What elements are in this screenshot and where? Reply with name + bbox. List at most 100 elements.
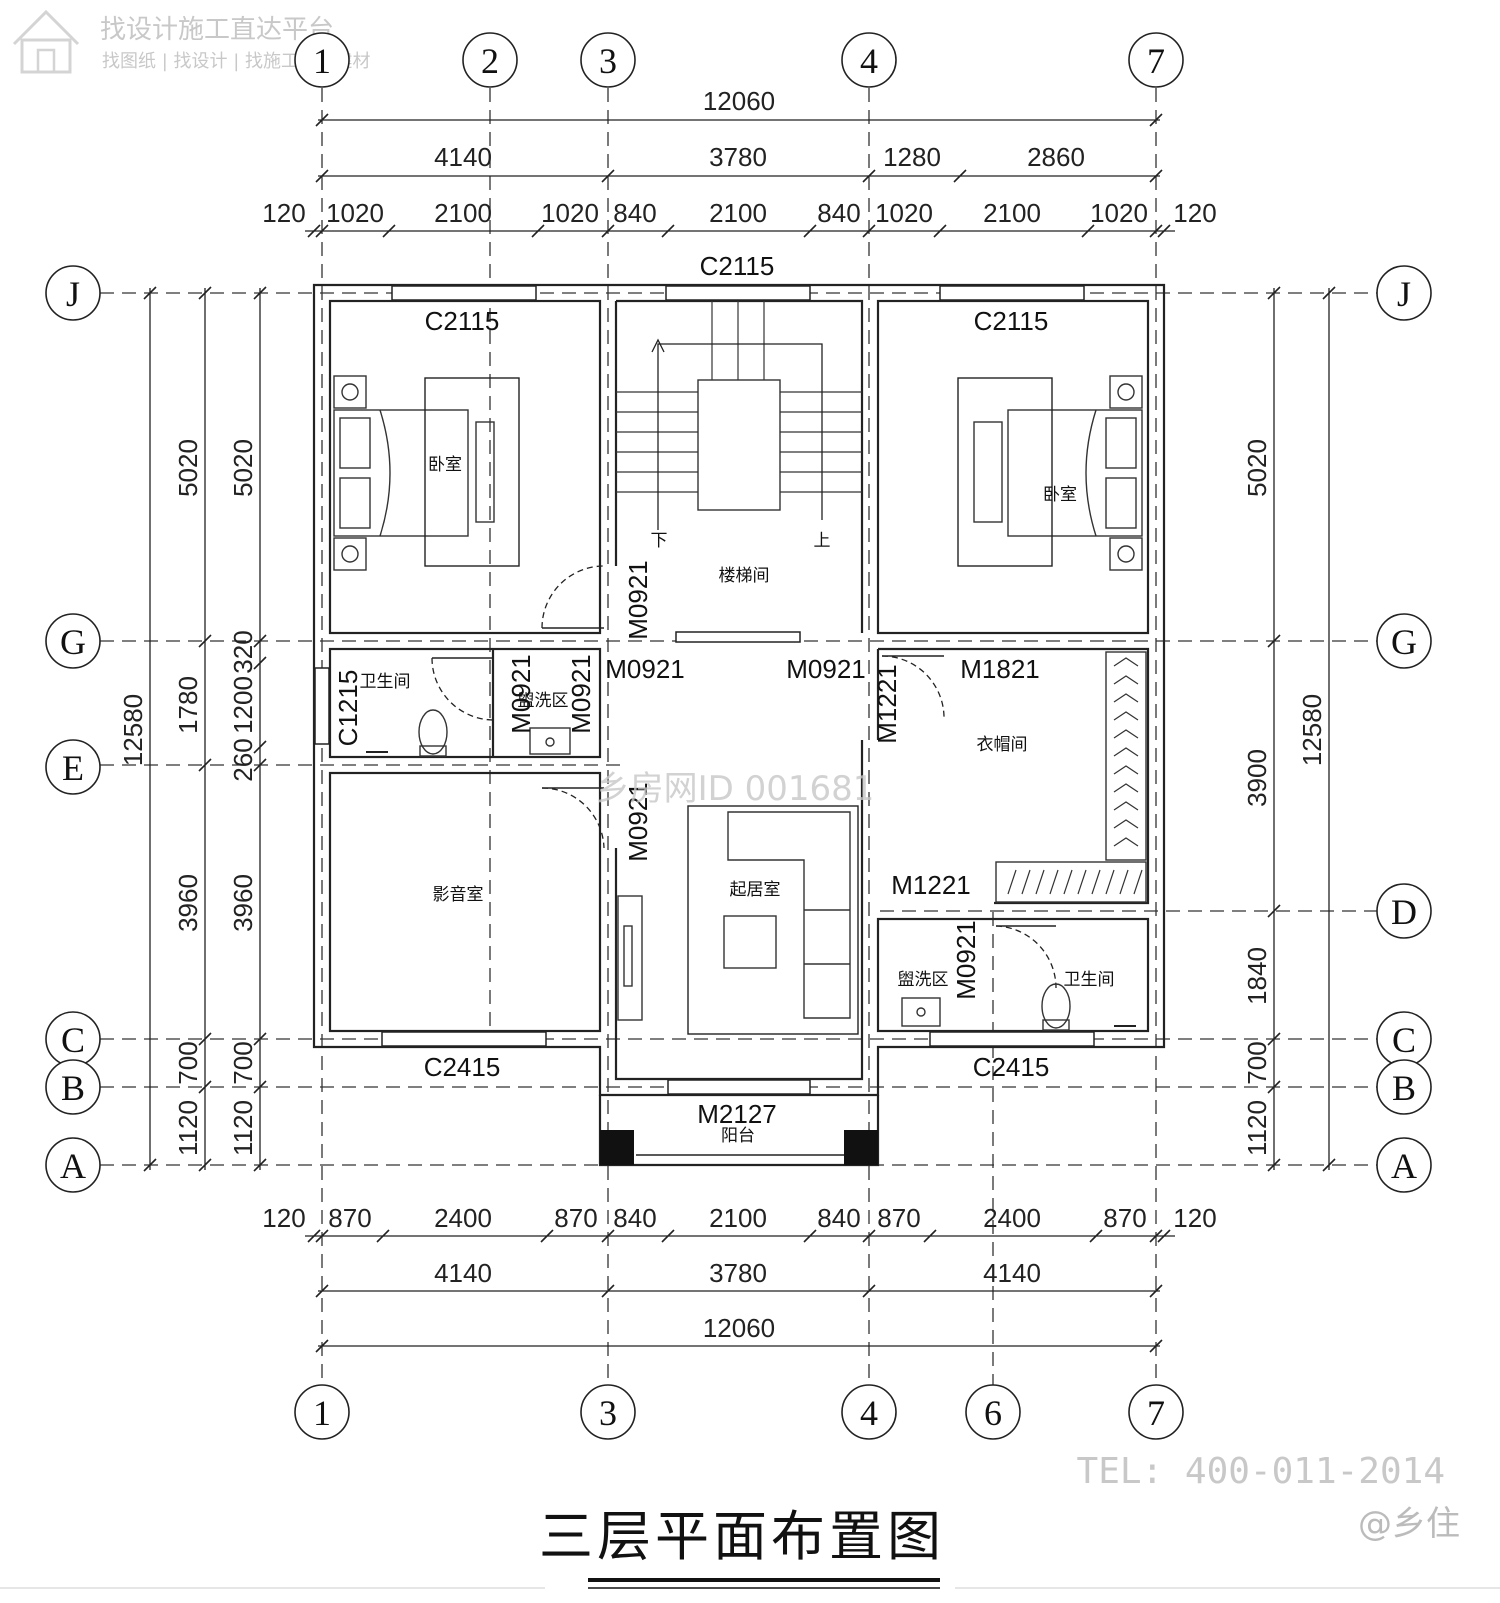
toilet-icon [418, 709, 448, 755]
sofa-icon [727, 811, 851, 1019]
code-label: M0921 [566, 654, 596, 734]
living-rug [687, 805, 859, 1035]
hanger-pattern [1113, 657, 1139, 847]
dim-text: 3960 [173, 874, 203, 932]
dim-text: 3960 [228, 874, 258, 932]
axis-label: 3 [599, 1393, 617, 1433]
door-swing [995, 925, 1057, 989]
axis-label: 2 [481, 41, 499, 81]
wardrobe-horizontal [995, 861, 1147, 903]
dim-text: 840 [817, 1203, 860, 1233]
blanket-fold [379, 409, 391, 537]
axis-bubble [841, 32, 897, 88]
nightstand [1109, 375, 1143, 409]
axis-label: 6 [984, 1393, 1002, 1433]
toilet-icon [1041, 983, 1071, 1029]
room-label-bath-right: 卫生间 [1064, 970, 1115, 990]
axis-bubble [462, 32, 518, 88]
door-m2127-slider [667, 1079, 811, 1095]
dim-text: 2860 [1027, 142, 1085, 172]
axis-label: C [1392, 1020, 1416, 1060]
dim-text: 870 [1103, 1203, 1146, 1233]
dim-text: 840 [817, 198, 860, 228]
lamp-icon [1117, 383, 1135, 401]
axis-bubble [1376, 883, 1432, 939]
dim-text: 120 [1173, 1203, 1216, 1233]
nightstand [333, 537, 367, 571]
dim-text: 4140 [434, 142, 492, 172]
axis-label: J [1397, 274, 1411, 314]
axis-label: B [61, 1068, 85, 1108]
code-label: M0921 [506, 654, 536, 734]
axis-label: 7 [1147, 1393, 1165, 1433]
house-logo-door [36, 48, 56, 74]
dim-text: 870 [877, 1203, 920, 1233]
bed-left [333, 375, 520, 571]
window-c2115-stair [665, 285, 811, 301]
axis-bubble [294, 32, 350, 88]
bed-frame [333, 409, 469, 537]
axis-bubble [45, 739, 101, 795]
axis-bubble [1376, 1059, 1432, 1115]
dim-text: 5020 [228, 439, 258, 497]
stair-down-label: 下 [651, 531, 668, 551]
hanger-pattern [1007, 869, 1143, 895]
pillow [1105, 417, 1137, 469]
basin-drain [916, 1007, 926, 1017]
dim-text: 120 [262, 1203, 305, 1233]
dim-text: 4140 [983, 1258, 1041, 1288]
code-label: C2115 [974, 306, 1049, 336]
dim-text: 5020 [173, 439, 203, 497]
axis-bubbles-bottom: 1 3 4 6 7 [294, 1384, 1184, 1440]
code-label: M0921 [623, 782, 653, 862]
code-label: M0921 [605, 654, 685, 684]
code-label: M0921 [951, 920, 981, 1000]
axis-bubbles-top: 1 2 3 4 7 [294, 32, 1184, 88]
axis-label: 3 [599, 41, 617, 81]
dim-total-bottom: 12060 [703, 1313, 775, 1343]
account-handle: @乡住 [1358, 1504, 1460, 1544]
axis-bubble [1376, 1137, 1432, 1193]
code-label: C2415 [424, 1052, 501, 1082]
axis-bubble [580, 32, 636, 88]
axis-bubble [580, 1384, 636, 1440]
bed-right [957, 375, 1143, 571]
room-label-av: 影音室 [433, 885, 484, 905]
dim-total-top: 12060 [703, 86, 775, 116]
axis-label: D [1391, 892, 1417, 932]
drawing-title: 三层平面布置图 [539, 1505, 945, 1568]
wardrobe-vertical [1105, 651, 1147, 861]
dim-text: 3900 [1242, 749, 1272, 807]
door-swing [431, 657, 495, 721]
stair-up-label: 上 [814, 531, 831, 551]
dim-text: 320 [228, 630, 258, 673]
axis-bubble [45, 265, 101, 321]
dim-text: 2100 [709, 1203, 767, 1233]
axis-grid [100, 88, 1380, 1385]
rug [424, 377, 520, 567]
blanket-fold [1085, 409, 1097, 537]
arrow-up-icon [651, 338, 665, 353]
dimensions-right: 12580 5020 3900 1840 700 1120 [1242, 286, 1336, 1172]
code-label: C2415 [973, 1052, 1050, 1082]
axis-bubble [45, 1059, 101, 1115]
code-label: M0921 [623, 560, 653, 640]
axis-label: J [66, 274, 80, 314]
coffee-table [723, 915, 777, 969]
wardrobe [995, 651, 1147, 903]
room-labels: 卧室 卧室 楼梯间 卫生间 盥洗区 衣帽间 影音室 起居室 盥洗区 卫生间 阳台… [360, 455, 1115, 1146]
dim-text: 700 [228, 1041, 258, 1084]
dimensions-top: 12060 4140 3780 1280 2860 120 1020 2100 … [262, 86, 1217, 238]
bath-left-wall [328, 647, 602, 759]
windows [314, 285, 1095, 1095]
dim-ticks-bottom [307, 1229, 1171, 1353]
staircase [616, 301, 862, 530]
pillow [339, 417, 371, 469]
dim-text: 2400 [983, 1203, 1041, 1233]
room-label-cloak: 衣帽间 [977, 735, 1028, 755]
code-label: M0921 [786, 654, 866, 684]
window-c2415-left [381, 1031, 547, 1047]
room-label-balcony: 阳台 [721, 1126, 755, 1146]
window-c2415-right [929, 1031, 1095, 1047]
dim-text: 120 [1173, 198, 1216, 228]
